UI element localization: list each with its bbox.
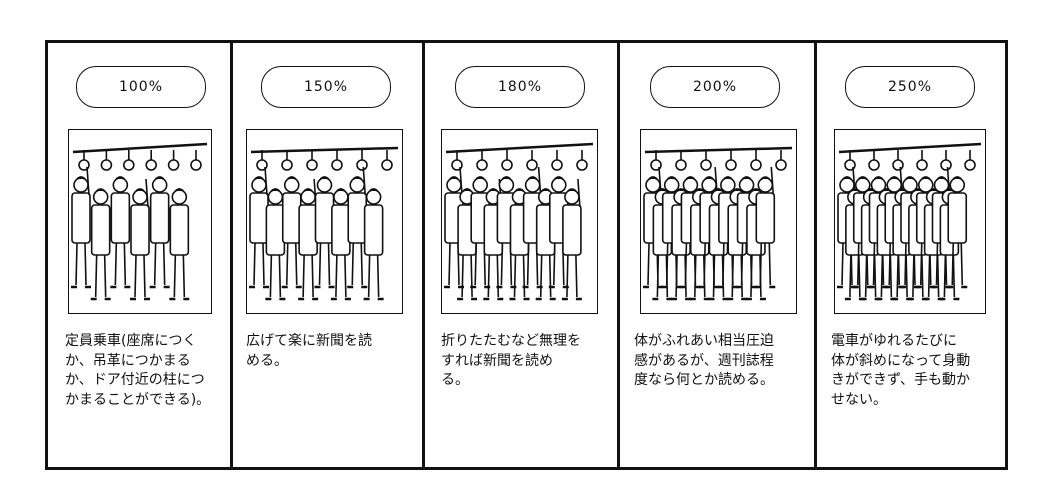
description-line: せない。 — [831, 391, 887, 408]
strap-icon — [576, 150, 588, 171]
description-line: 度なら何とか読める。 — [634, 372, 774, 388]
description-line: 広げて楽に新聞を読 — [246, 333, 372, 349]
strap-icon — [476, 150, 488, 171]
passenger-figure — [330, 188, 351, 301]
handrail — [250, 146, 399, 154]
passenger-figure — [947, 176, 968, 289]
strap-icon — [675, 150, 687, 171]
handrail — [72, 142, 208, 154]
passenger-figure — [298, 178, 319, 301]
strap-icon — [650, 150, 662, 171]
strap-icon — [700, 150, 712, 171]
strap-icon — [145, 150, 157, 171]
passenger-figure — [169, 188, 190, 301]
passenger-figure — [90, 188, 111, 301]
description-line: すれば新聞を読め — [441, 352, 553, 369]
strap-icon — [190, 150, 202, 171]
strap-icon — [750, 150, 762, 171]
column-250: 250% 電車がゆれるたびに 体が斜めになって身動 きができず、手も動か せない… — [814, 43, 1008, 467]
passenger-figure — [249, 166, 269, 289]
passenger-figure — [281, 176, 302, 289]
passenger-figure — [71, 166, 91, 289]
strap-icon — [381, 150, 393, 171]
description: 定員乗車(座席につく か、吊革につかまる か、ドア付近の柱につ かまることができ… — [65, 332, 210, 410]
strap-icon — [844, 150, 856, 171]
description: 広げて楽に新聞を読 める。 — [246, 332, 372, 371]
congestion-rate-table: 100% 定員乗車(座席につく か、吊革につかまる か、ドア付近の柱につ かまる… — [45, 40, 1008, 470]
strap-icon — [167, 150, 180, 171]
description-line: か、吊革につかまる — [65, 352, 191, 369]
description-line: か、ドア付近の柱につ — [65, 372, 205, 388]
description-line: 定員乗車(座席につく — [65, 333, 197, 349]
strap-icon — [551, 150, 563, 171]
passenger-figure — [755, 166, 776, 289]
illustration-200 — [640, 129, 797, 314]
handrail — [644, 146, 793, 154]
strap-icon — [356, 150, 368, 171]
strap-icon — [281, 150, 293, 171]
strap-icon — [725, 150, 737, 171]
description-line: 感があるが、週刊誌程 — [634, 352, 774, 369]
description: 電車がゆれるたびに 体が斜めになって身動 きができず、手も動か せない。 — [831, 332, 970, 410]
passenger-figure — [130, 178, 150, 301]
description-line: る。 — [441, 372, 469, 388]
strap-icon — [306, 150, 318, 171]
passenger-figure — [561, 178, 582, 301]
rate-label: 100% — [76, 66, 206, 108]
column-150: 150% 広げて楽に新聞を読 める。 — [230, 43, 422, 467]
illustration-100 — [68, 129, 212, 314]
passenger-figure — [110, 176, 131, 289]
strap-icon — [964, 150, 976, 171]
description-line: 電車がゆれるたびに — [831, 333, 957, 349]
illustration-180 — [441, 129, 598, 314]
column-180: 180% 折りたたむなど無理を すれば新聞を読め る。 — [422, 43, 617, 467]
passenger-figure — [149, 176, 170, 289]
strap-icon — [526, 150, 538, 171]
strap-icon — [940, 150, 952, 171]
handrail — [838, 142, 982, 154]
description: 体がふれあい相当圧迫 感があるが、週刊誌程 度なら何とか読める。 — [634, 332, 774, 391]
column-200: 200% 体がふれあい相当圧迫 感があるが、週刊誌程 度なら何とか読める。 — [617, 43, 814, 467]
description-line: 折りたたむなど無理を — [441, 333, 581, 349]
rate-label: 250% — [845, 66, 975, 108]
strap-icon — [331, 150, 343, 171]
strap-icon — [122, 150, 135, 171]
illustration-250 — [834, 129, 986, 314]
strap-icon — [256, 150, 268, 171]
illustration-150 — [246, 129, 403, 314]
strap-icon — [451, 150, 463, 171]
handrail — [445, 142, 594, 154]
strap-icon — [892, 150, 904, 171]
strap-icon — [775, 150, 787, 171]
passenger-figure — [363, 188, 384, 301]
strap-icon — [868, 150, 880, 171]
description-line: める。 — [246, 352, 288, 369]
rate-label: 200% — [650, 66, 780, 108]
passenger-figure — [314, 176, 335, 289]
description-line: きができず、手も動か — [831, 372, 971, 388]
strap-icon — [916, 150, 928, 171]
description: 折りたたむなど無理を すれば新聞を読め る。 — [441, 332, 581, 391]
description-line: 体が斜めになって身動 — [831, 352, 971, 369]
column-100: 100% 定員乗車(座席につく か、吊革につかまる か、ドア付近の柱につ かまる… — [48, 43, 230, 467]
strap-icon — [100, 150, 113, 171]
strap-icon — [78, 150, 90, 171]
description-line: かまることができる)。 — [65, 391, 211, 408]
description-line: 体がふれあい相当圧迫 — [634, 333, 774, 349]
strap-icon — [501, 150, 513, 171]
rate-label: 150% — [261, 66, 391, 108]
rate-label: 180% — [455, 66, 585, 108]
